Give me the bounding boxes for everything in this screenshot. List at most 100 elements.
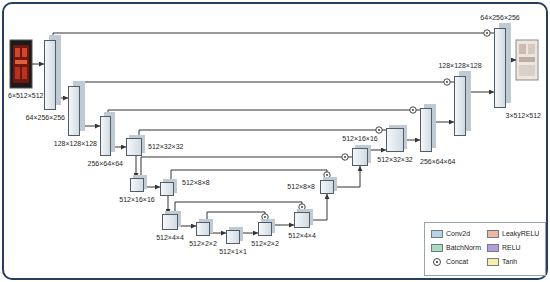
layer-arrow (32, 64, 44, 65)
layer-arrow (56, 98, 68, 99)
skip-connection (77, 82, 454, 86)
dimension-label: 64×256×256 (479, 14, 520, 22)
dimension-label: 512×4×4 (155, 234, 185, 242)
concat-symbol (262, 214, 268, 220)
concat-symbol (376, 127, 382, 133)
dimension-label: 512×16×16 (118, 196, 155, 204)
output-image-frame (516, 40, 538, 80)
skip-connection (141, 157, 352, 178)
feature-map-block: 256×64×64 (420, 108, 432, 152)
concat-symbol (431, 257, 443, 267)
dimension-label: 128×128×128 (437, 62, 482, 70)
concat-dot (264, 216, 266, 218)
layer-arrow (334, 166, 360, 187)
input-image-patch (15, 67, 20, 79)
dimension-label: 512×8×8 (286, 183, 316, 191)
image-node: 3×512×512 (516, 40, 538, 80)
input-image-patch (22, 48, 27, 57)
image-node: 6×512×512 (10, 40, 32, 88)
feature-map-block: 512×8×8 (320, 180, 334, 194)
layer-arrow (506, 60, 516, 61)
layer-arrow (272, 225, 294, 226)
outer-frame (3, 3, 547, 279)
concat-dot (301, 206, 303, 208)
concat-symbol (410, 107, 416, 113)
feature-map-block: 128×128×128 (454, 76, 466, 136)
legend-label: RELU (502, 244, 521, 252)
concat-dot (486, 32, 488, 34)
feature-map-block: 128×128×128 (68, 86, 80, 136)
output-image-patch (519, 44, 526, 54)
concat-circle (434, 259, 441, 266)
layer-arrow (80, 126, 100, 127)
output-image (516, 40, 538, 80)
legend-swatch (487, 244, 499, 252)
dimension-label: 512×1×1 (218, 248, 248, 256)
concat-circle (444, 79, 450, 85)
concat-symbol (324, 172, 330, 178)
feature-map-block: 512×2×2 (258, 222, 272, 236)
legend-label: Tanh (502, 258, 517, 266)
legend-entry: BatchNorm (431, 243, 481, 253)
concat-dot (378, 129, 380, 131)
concat-symbol (444, 79, 450, 85)
input-image (10, 40, 32, 88)
feature-map-block: 512×4×4 (294, 212, 310, 228)
dimension-label: 512×32×32 (147, 143, 184, 151)
dimension-label: 512×2×2 (250, 240, 280, 248)
concat-dot (446, 81, 448, 83)
layer-arrow (178, 226, 196, 227)
legend-label: BatchNorm (446, 244, 481, 252)
output-image-patch (519, 65, 535, 76)
concat-dot (436, 261, 438, 263)
dimension-label: 256×64×64 (87, 160, 124, 168)
dimension-label: 128×128×128 (53, 140, 98, 148)
legend-entry: LeakyRELU (487, 229, 539, 239)
feature-map-block: 256×64×64 (100, 116, 111, 156)
feature-map-block: 512×32×32 (386, 128, 404, 152)
output-image-patch (519, 57, 535, 62)
legend-swatch (487, 230, 499, 238)
feature-map-block: 512×16×16 (352, 148, 368, 166)
layer-arrow (432, 122, 454, 123)
input-image-patch (15, 48, 20, 57)
legend-entry: Tanh (487, 257, 517, 267)
legend-label: Conv2d (446, 230, 470, 238)
legend-box: Conv2dBatchNormConcat LeakyRELU RELU Tanh (424, 222, 546, 276)
concat-circle (410, 107, 416, 113)
dimension-label: 6×512×512 (7, 92, 44, 100)
layer-arrow (368, 150, 386, 151)
concat-dot (326, 174, 328, 176)
legend-swatch (431, 230, 443, 238)
layer-arrow (144, 187, 160, 188)
layer-arrow (240, 233, 258, 234)
concat-dot (344, 156, 346, 158)
layer-arrow (210, 233, 226, 234)
concat-circle (324, 172, 330, 178)
legend-entry: Concat (431, 257, 468, 267)
concat-circle (262, 214, 268, 220)
input-image-frame (10, 40, 32, 88)
feature-map-block: 512×16×16 (130, 178, 144, 192)
skip-connection (53, 33, 494, 40)
feature-map-block: 512×32×32 (126, 138, 142, 156)
dimension-label: 3×512×512 (505, 112, 542, 120)
dimension-label: 512×32×32 (376, 156, 413, 164)
legend-swatch (487, 258, 499, 266)
dimension-label: 512×4×4 (287, 232, 317, 240)
legend-label: Concat (446, 258, 468, 266)
feature-map-block: 64×256×256 (44, 40, 56, 110)
concat-circle (299, 204, 305, 210)
dimension-label: 512×16×16 (341, 135, 378, 143)
dimension-label: 512×8×8 (181, 179, 211, 187)
concat-symbol (299, 204, 305, 210)
concat-circle (342, 154, 348, 160)
concat-dot (412, 109, 414, 111)
concat-circle (484, 30, 490, 36)
layer-arrow (111, 147, 126, 148)
feature-map-block: 512×1×1 (226, 230, 240, 244)
legend-swatch (431, 244, 443, 252)
legend-entry: Conv2d (431, 229, 470, 239)
input-image-patch (15, 60, 27, 64)
legend-entry: RELU (487, 243, 521, 253)
